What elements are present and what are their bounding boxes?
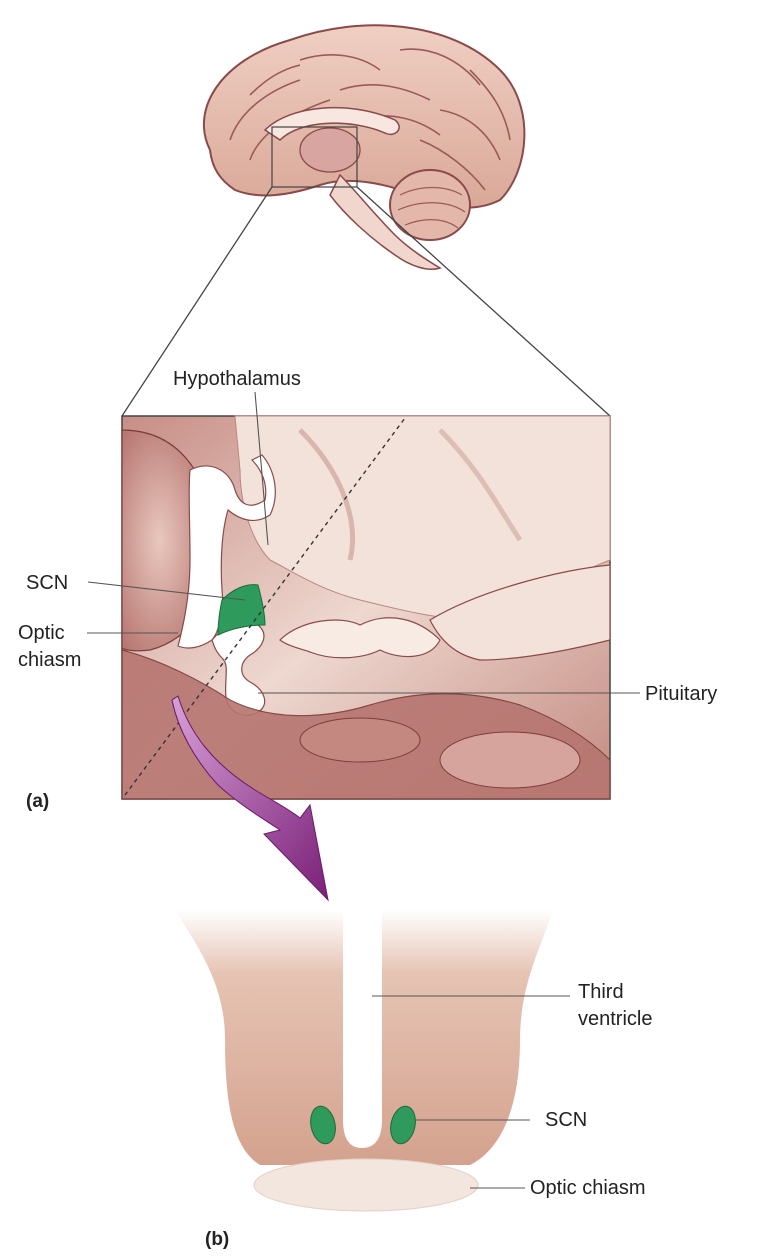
brainstem [329,173,442,270]
panel-a-leader-lines [87,391,640,694]
label-optic-line1: Optic [18,622,65,644]
zoom-region-box [271,126,358,188]
section-arrow [171,695,329,902]
whole-brain-illustration [202,24,526,270]
label-third-line2: ventricle [578,1008,653,1030]
third-ventricle-channel [177,454,276,649]
scn-nucleus-left [310,1105,336,1145]
section-plane-line [124,417,406,796]
mamillary-region [279,617,441,659]
midbrain-white [429,564,611,661]
cerebellum [389,169,471,241]
zoom-line-left [121,186,273,417]
label-scn-a: SCN [26,572,69,594]
scn-nucleus-right [390,1105,416,1145]
infundibulum [211,620,266,716]
panel-b-label: (b) [205,1229,230,1250]
thalamus [299,127,361,173]
panel-b-coronal [175,900,553,1212]
optic-chiasm-b [253,1158,479,1212]
label-third-line1: Third [578,981,624,1003]
label-scn-b: SCN [545,1109,588,1131]
panel-a-cutaway [121,415,611,800]
panel-b-leader-lines [372,995,570,1189]
label-hypothalamus: Hypothalamus [173,368,301,390]
label-optic-line2: chiasm [18,649,82,671]
panel-a-label: (a) [26,791,50,812]
zoom-line-right [356,186,611,417]
corpus-callosum [263,106,400,141]
label-optic-chiasm-b: Optic chiasm [530,1177,646,1199]
label-pituitary: Pituitary [645,683,718,705]
scn-region-a [217,584,266,636]
gyri-lines [229,48,511,191]
third-ventricle-slit [343,900,382,1148]
